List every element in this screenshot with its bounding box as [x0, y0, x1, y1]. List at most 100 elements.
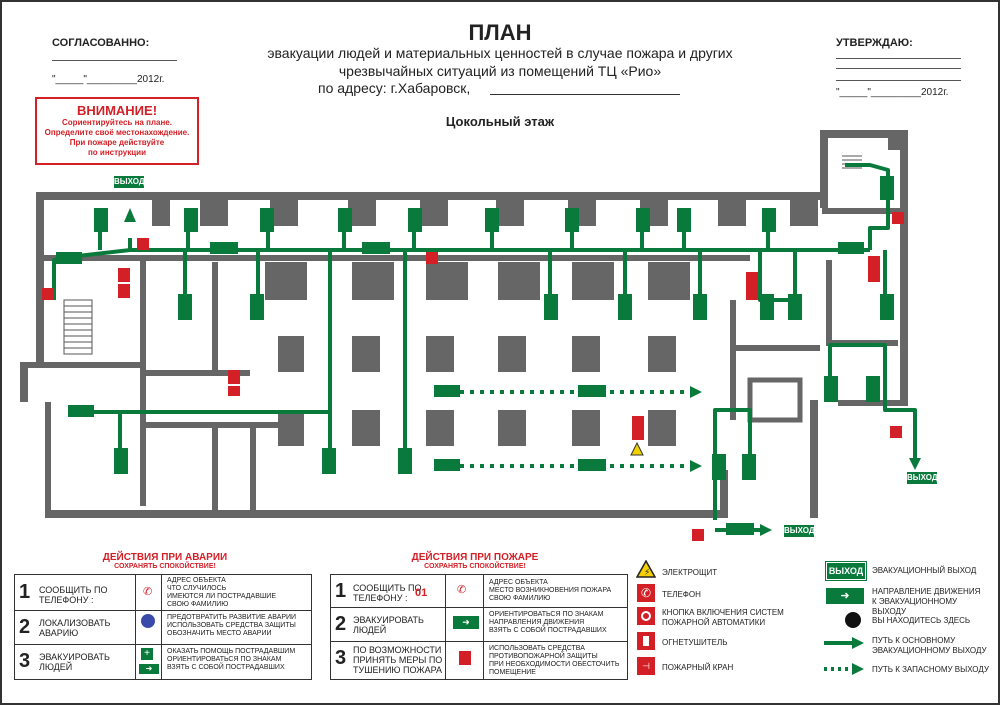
pier — [790, 200, 818, 226]
accident-row-1: 1 СООБЩИТЬ ПО ТЕЛЕФОНУ : ✆ АДРЕС ОБЪЕКТА… — [15, 575, 311, 611]
fire-row-3-text: ПО ВОЗМОЖНОСТИ ПРИНЯТЬ МЕРЫ ПО ТУШЕНИЮ П… — [353, 645, 443, 675]
pier — [718, 200, 746, 226]
column — [572, 410, 600, 446]
wall-right — [900, 150, 908, 400]
column — [426, 410, 454, 446]
phone-icon: ✆ — [637, 584, 655, 602]
accident-row-2: 2 ЛОКАЛИЗОВАТЬ АВАРИЮ ПРЕДОТВРАТИТЬ РАЗВ… — [15, 610, 311, 645]
subtitle-line-1: эвакуации людей и материальных ценностей… — [267, 45, 733, 61]
partition-left — [140, 256, 146, 506]
fire-row-3: 3 ПО ВОЗМОЖНОСТИ ПРИНЯТЬ МЕРЫ ПО ТУШЕНИЮ… — [331, 641, 627, 678]
floor-plan — [20, 130, 921, 541]
exit-sign-right: ВЫХОД — [907, 472, 938, 484]
wall-right-top — [822, 208, 908, 214]
partition — [140, 422, 280, 428]
pier — [420, 200, 448, 226]
direction-sign-icon: ➜ — [453, 616, 479, 629]
agreed-label: СОГЛАСОВАННО: — [52, 37, 150, 49]
bullet: ИСПОЛЬЗОВАТЬ СРЕДСТВА ПРОТИВОПОЖАРНОЙ ЗА… — [489, 645, 598, 660]
first-aid-icon: + — [141, 648, 153, 660]
floor-label: Цокольный этаж — [445, 114, 555, 129]
stair-box — [63, 299, 93, 355]
route-arrowheads — [124, 208, 921, 536]
fire-row-2-bullets: ОРИЕНТИРОВАТЬСЯ ПО ЗНАКАМ НАПРАВЛЕНИЯ ДВ… — [489, 611, 625, 635]
accident-row-3: 3 ЭВАКУИРОВАТЬ ЛЮДЕЙ + ➜ ОКАЗАТЬ ПОМОЩЬ … — [15, 644, 311, 678]
wall-left-lower — [45, 402, 51, 512]
legend-exit: ЭВАКУАЦИОННЫЙ ВЫХОД — [872, 566, 977, 575]
bullet: МЕСТО ВОЗНИКНОВЕНИЯ ПОЖАРА — [489, 587, 612, 594]
pier — [152, 200, 170, 226]
column — [572, 262, 614, 300]
legend-extinguisher: ОГНЕТУШИТЕЛЬ — [662, 638, 728, 647]
fire-equipment — [42, 212, 904, 541]
accident-title: ДЕЙСТВИЯ ПРИ АВАРИИ — [102, 552, 228, 563]
corridor-wall-top — [140, 255, 750, 261]
legend-phone: ТЕЛЕФОН — [662, 590, 701, 599]
column — [498, 262, 540, 300]
wall-left-mid — [20, 362, 140, 368]
exit-sign-bottom: ВЫХОД — [784, 525, 815, 537]
fire-row-2-text: ЭВАКУИРОВАТЬ ЛЮДЕЙ — [353, 615, 424, 635]
partition — [212, 262, 218, 372]
address-label: по адресу: г.Хабаровск, — [318, 80, 471, 96]
bullet: ИМЕЮТСЯ ЛИ ПОСТРАДАВШИЕ — [167, 593, 276, 600]
column — [648, 336, 676, 372]
subtitle-line-2: чрезвычайных ситуаций из помещений ТЦ «Р… — [338, 63, 662, 79]
wall-left-corner — [20, 362, 28, 402]
bullet: ЧТО СЛУЧИЛОСЬ — [167, 585, 227, 592]
fire-row-1-num: 1 — [335, 580, 347, 602]
alarm-button-icon — [637, 607, 655, 625]
accident-row-1-bullets: АДРЕС ОБЪЕКТА ЧТО СЛУЧИЛОСЬ ИМЕЮТСЯ ЛИ П… — [167, 577, 307, 609]
bullet: ОРИЕНТИРОВАТЬСЯ ПО ЗНАКАМ — [167, 656, 282, 663]
address-blank — [490, 94, 680, 95]
accident-row-3-bullets: ОКАЗАТЬ ПОМОЩЬ ПОСТРАДАВШИМ ОРИЕНТИРОВАТ… — [167, 648, 307, 672]
legend-electrical-panel: ЭЛЕКТРОЩИТ — [662, 568, 718, 577]
fire-row-2: 2 ЭВАКУИРОВАТЬ ЛЮДЕЙ ➜ ОРИЕНТИРОВАТЬСЯ П… — [331, 607, 627, 642]
pier — [348, 200, 376, 226]
attention-heading: ВНИМАНИЕ! — [76, 103, 158, 118]
bullet: АДРЕС ОБЪЕКТА — [489, 579, 548, 586]
accident-row-2-bullets: ПРЕДОТВРАТИТЬ РАЗВИТИЕ АВАРИИ ИСПОЛЬЗОВА… — [167, 614, 307, 638]
legend-main-route: ПУТЬ К ОСНОВНОМУ ЭВАКУАЦИОННОМУ ВЫХОДУ — [872, 636, 987, 655]
bullet: ОБОЗНАЧИТЬ МЕСТО АВАРИИ — [167, 630, 272, 637]
column — [352, 262, 394, 300]
fire-row-3-bullets: ИСПОЛЬЗОВАТЬ СРЕДСТВА ПРОТИВОПОЖАРНОЙ ЗА… — [489, 645, 625, 677]
column — [265, 262, 307, 300]
exit-sign-top-left: ВЫХОД — [114, 176, 145, 188]
approve-label: УТВЕРЖДАЮ: — [836, 37, 913, 49]
legend-hydrant: ПОЖАРНЫЙ КРАН — [662, 663, 734, 672]
accident-row-1-text: СООБЩИТЬ ПО ТЕЛЕФОНУ : — [39, 585, 108, 605]
fire-row-3-num: 3 — [335, 647, 347, 669]
bullet: ВЗЯТЬ С СОБОЙ ПОСТРАДАВШИХ — [489, 627, 607, 634]
approve-date: "_____"_________2012г. — [836, 87, 949, 98]
accident-table: 1 СООБЩИТЬ ПО ТЕЛЕФОНУ : ✆ АДРЕС ОБЪЕКТА… — [14, 574, 312, 680]
pier — [200, 200, 228, 226]
wall-bottom — [45, 510, 720, 518]
direction-sign-icon: ➜ — [826, 588, 864, 604]
fire-row-1: 1 СООБЩИТЬ ПО ТЕЛЕФОНУ : 01 ✆ АДРЕС ОБЪЕ… — [331, 575, 627, 608]
attention-line-1: Сориентируйтесь на плане. — [62, 118, 172, 127]
wall-stair-corner — [888, 130, 908, 150]
accident-row-2-num: 2 — [19, 616, 31, 638]
bullet: ВЗЯТЬ С СОБОЙ ПОСТРАДАВШИХ — [167, 664, 285, 671]
accident-row-1-num: 1 — [19, 581, 31, 603]
column — [278, 336, 304, 372]
wall-right-bottom — [838, 400, 908, 406]
fire-hydrant-icon: ⊣ — [637, 657, 655, 675]
bullet: ПРЕДОТВРАТИТЬ РАЗВИТИЕ АВАРИИ — [167, 614, 297, 621]
column — [498, 410, 526, 446]
electrical-panel-icon: ⚡ — [636, 560, 656, 578]
protection-icon — [141, 614, 155, 628]
spare-routes — [460, 390, 690, 468]
wall-left-upper — [36, 192, 44, 362]
partition — [730, 300, 736, 420]
you-are-here-icon — [845, 612, 861, 628]
pier — [496, 200, 524, 226]
attention-line-3: При пожаре действуйте — [69, 138, 165, 147]
attention-line-4: по инструкции — [87, 148, 147, 157]
fire-row-1-text: СООБЩИТЬ ПО ТЕЛЕФОНУ : — [353, 583, 422, 603]
legend-you-are-here: ВЫ НАХОДИТЕСЬ ЗДЕСЬ — [872, 616, 971, 625]
route-drop — [758, 250, 797, 302]
legend-alarm-button: КНОПКА ВКЛЮЧЕНИЯ СИСТЕМ ПОЖАРНОЙ АВТОМАТ… — [662, 608, 784, 627]
